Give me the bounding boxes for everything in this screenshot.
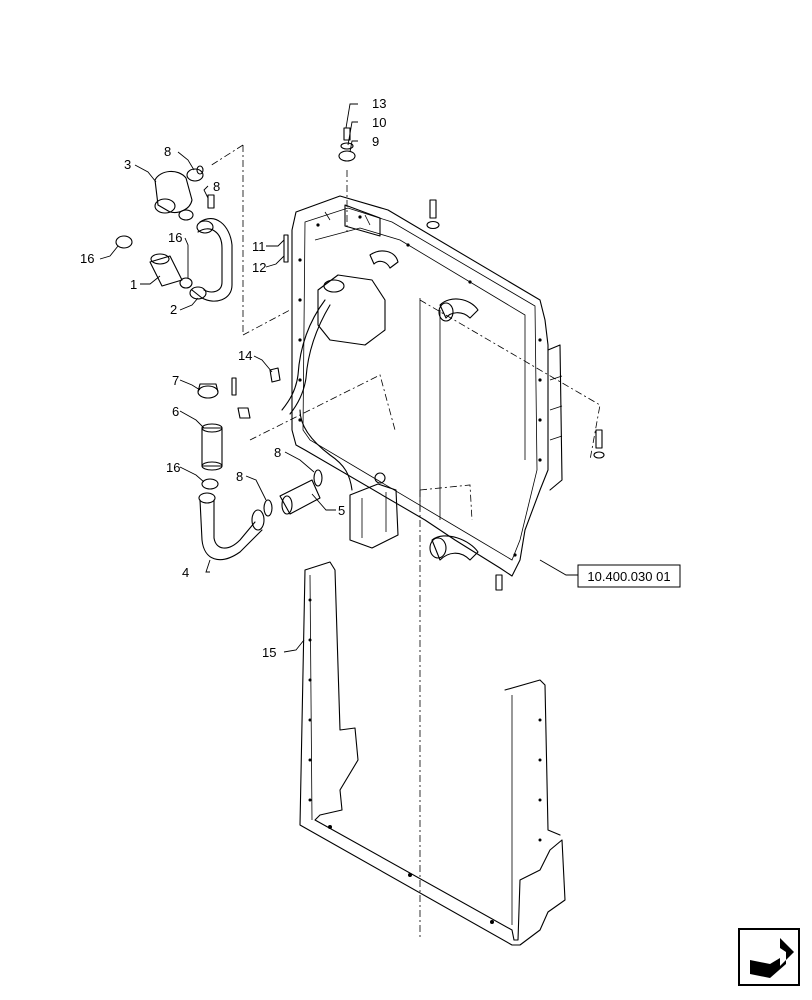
callout-11: 11: [252, 239, 266, 254]
callout-labels: 13 10 9 8 3 8 16 16 1 2 11 12 14 7 6 16 …: [80, 96, 386, 660]
callout-8: 8: [164, 144, 171, 159]
callout-16: 16: [80, 251, 94, 266]
callout-15: 15: [262, 645, 276, 660]
next-page-button[interactable]: [738, 928, 800, 986]
leader-lines: [99, 103, 578, 653]
callout-8: 8: [213, 179, 220, 194]
callout-16: 16: [166, 460, 180, 475]
support-frame: [299, 561, 566, 946]
cross-reference-box[interactable]: 10.400.030 01: [577, 564, 681, 588]
callout-10: 10: [372, 115, 386, 130]
callout-13: 13: [372, 96, 386, 111]
callout-8: 8: [274, 445, 281, 460]
callout-16: 16: [168, 230, 182, 245]
callout-5: 5: [338, 503, 345, 518]
callout-8: 8: [236, 469, 243, 484]
callout-3: 3: [124, 157, 131, 172]
callout-2: 2: [170, 302, 177, 317]
alignment-lines: [209, 144, 601, 940]
hose-parts: [115, 165, 323, 561]
callout-14: 14: [238, 348, 252, 363]
radiator-assembly: [231, 127, 605, 591]
cross-reference-label: 10.400.030 01: [587, 569, 670, 584]
callout-7: 7: [172, 373, 179, 388]
callout-4: 4: [182, 565, 189, 580]
next-page-arrow-icon: [750, 938, 794, 978]
callout-9: 9: [372, 134, 379, 149]
callout-6: 6: [172, 404, 179, 419]
callout-12: 12: [252, 260, 266, 275]
callout-1: 1: [130, 277, 137, 292]
